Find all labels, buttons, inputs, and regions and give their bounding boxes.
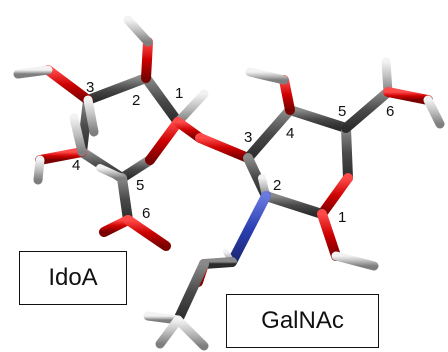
idoa-bond-c5-o5 bbox=[117, 155, 155, 183]
galnac-bond-c4-c5 bbox=[285, 105, 351, 133]
galnac-bond-o5-c1 bbox=[317, 173, 353, 219]
idoa-bond-o4-h bbox=[33, 155, 45, 185]
galnac-bond-c3-c4 bbox=[243, 105, 295, 163]
idoa-atom-number-2: 2 bbox=[132, 92, 140, 109]
idoa-atom-number-6: 6 bbox=[142, 205, 150, 222]
galnac-bond-c8-h2 bbox=[155, 315, 183, 349]
idoa-residue bbox=[13, 15, 209, 251]
idoa-bond-c2-c3 bbox=[83, 73, 151, 105]
idoa-label: IdoA bbox=[19, 251, 127, 305]
idoa-atom-number-3: 3 bbox=[86, 79, 94, 96]
galnac-bond-c2-n bbox=[227, 191, 271, 267]
bond-o-galnac-c3 bbox=[195, 133, 253, 163]
idoa-bond-c3-o3 bbox=[43, 65, 93, 105]
galnac-label: GalNAc bbox=[226, 294, 379, 348]
idoa-atom-number-4: 4 bbox=[72, 157, 80, 174]
idoa-bond-c5-h bbox=[96, 164, 126, 182]
idoa-bond-c1-c2 bbox=[141, 73, 183, 127]
galnac-bond-c6-o6 bbox=[383, 87, 433, 105]
galnac-bond-c6-h bbox=[381, 57, 393, 97]
galnac-bond-c8-h3 bbox=[173, 315, 209, 351]
galnac-atom-numbers: 1 2 3 4 5 6 bbox=[244, 103, 394, 226]
galnac-bond-o4-h bbox=[245, 67, 289, 85]
galnac-bond-c4-o4 bbox=[279, 75, 295, 115]
idoa-bond-o2-h bbox=[123, 15, 153, 47]
galnac-atom-number-1: 1 bbox=[338, 209, 346, 226]
idoa-bond-c4-h bbox=[69, 113, 87, 157]
glycosidic-linkage bbox=[173, 117, 253, 163]
galnac-bond-c7-c8 bbox=[173, 259, 209, 325]
galnac-atom-number-2: 2 bbox=[273, 177, 281, 194]
galnac-atom-number-3: 3 bbox=[244, 129, 252, 146]
galnac-atom-number-5: 5 bbox=[338, 103, 346, 120]
idoa-atom-number-1: 1 bbox=[175, 85, 183, 102]
idoa-bond-c6-o6b bbox=[123, 215, 171, 251]
idoa-bond-c1-h bbox=[173, 89, 209, 127]
galnac-residue bbox=[143, 57, 445, 351]
galnac-atom-number-6: 6 bbox=[386, 103, 394, 120]
idoa-bond-c4-o4 bbox=[35, 147, 87, 165]
idoa-bond-c5-c6 bbox=[117, 173, 133, 225]
idoa-atom-numbers: 1 2 3 4 5 6 bbox=[72, 79, 183, 222]
idoa-bond-c2-o2 bbox=[141, 37, 153, 83]
idoa-bond-o5-c1 bbox=[145, 117, 183, 165]
idoa-atom-number-5: 5 bbox=[136, 177, 144, 194]
galnac-bond-c5-o5 bbox=[341, 123, 353, 183]
idoa-bond-c3-h bbox=[83, 95, 99, 137]
galnac-bond-c5-c6 bbox=[341, 87, 393, 133]
galnac-bond-o6-h bbox=[423, 95, 445, 129]
galnac-bond-o1-h bbox=[331, 251, 379, 271]
galnac-atom-number-4: 4 bbox=[286, 125, 294, 142]
galnac-bond-c1-o1 bbox=[317, 209, 341, 261]
idoa-bond-o3-h bbox=[13, 65, 53, 79]
galnac-bond-c1-c2 bbox=[261, 191, 327, 219]
